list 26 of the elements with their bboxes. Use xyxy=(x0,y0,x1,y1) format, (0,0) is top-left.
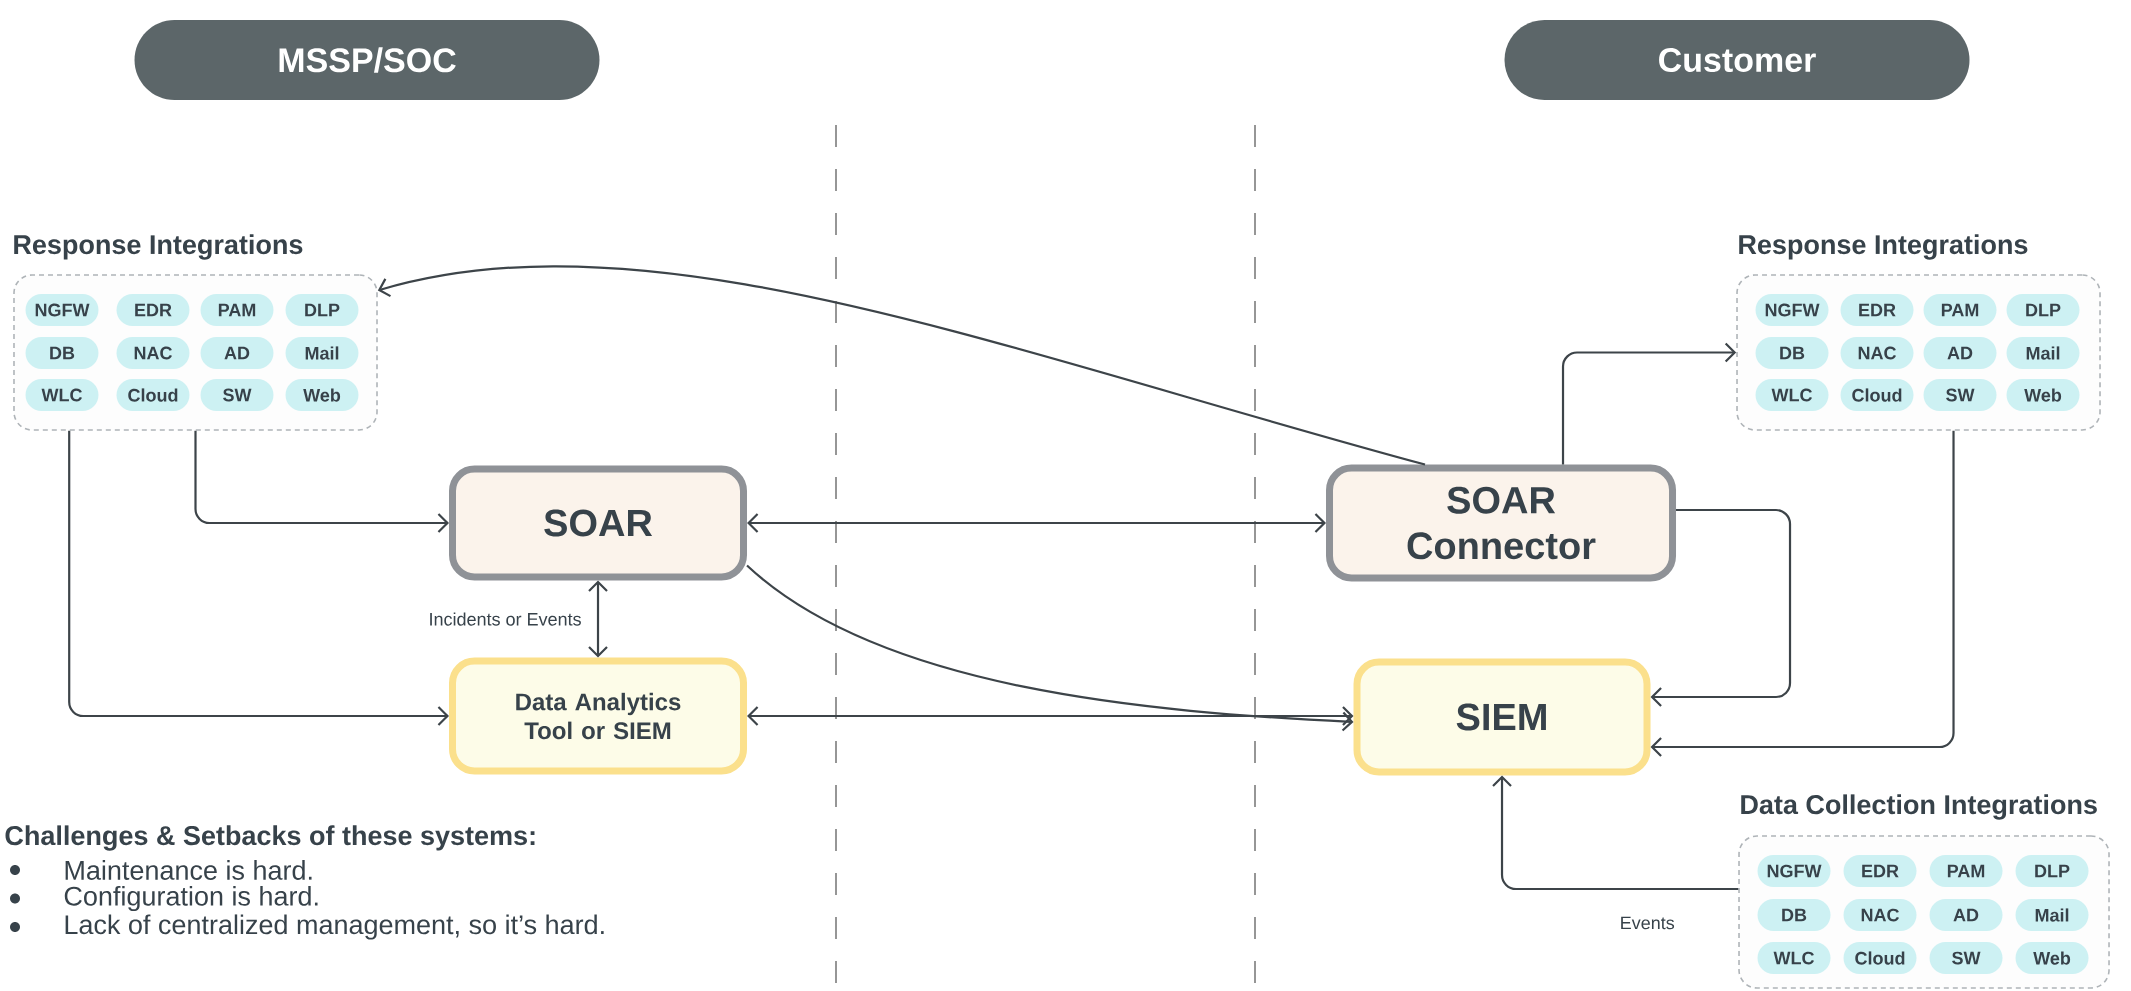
edge-label: Events xyxy=(1617,914,1677,932)
bullet-item: Lack of centralized management, so it’s hard. xyxy=(10,914,604,940)
bullet-item: Configuration is hard. xyxy=(10,885,318,912)
node-label: Response Integrations xyxy=(14,234,303,260)
arrow xyxy=(746,564,1354,732)
arrow xyxy=(377,265,1426,466)
arrow xyxy=(1650,430,1955,757)
arrow xyxy=(68,430,449,726)
data-box: SIEM xyxy=(1353,658,1651,776)
column-header: MSSP/SOC xyxy=(134,20,600,100)
column-header: Customer xyxy=(1504,20,1970,100)
edge-label: Incidents or Events xyxy=(426,610,584,628)
arrow xyxy=(747,513,1326,533)
arrow xyxy=(1492,775,1739,891)
node-label: Data Collection Integrations xyxy=(1741,794,2097,820)
process-box: SOAR xyxy=(449,465,747,581)
data-box: Data Analytics Tool or SIEM xyxy=(449,657,747,775)
arrow xyxy=(1650,508,1792,707)
arrow xyxy=(747,706,1354,726)
node-label: Response Integrations xyxy=(1739,234,2028,260)
bullet-item: Maintenance is hard. xyxy=(10,860,312,880)
arrow xyxy=(1561,342,1737,465)
process-box: SOAR Connector xyxy=(1326,464,1676,582)
arrow xyxy=(194,430,449,533)
arrow xyxy=(588,580,608,658)
list-heading: Challenges & Setbacks of these systems: xyxy=(5,825,535,851)
